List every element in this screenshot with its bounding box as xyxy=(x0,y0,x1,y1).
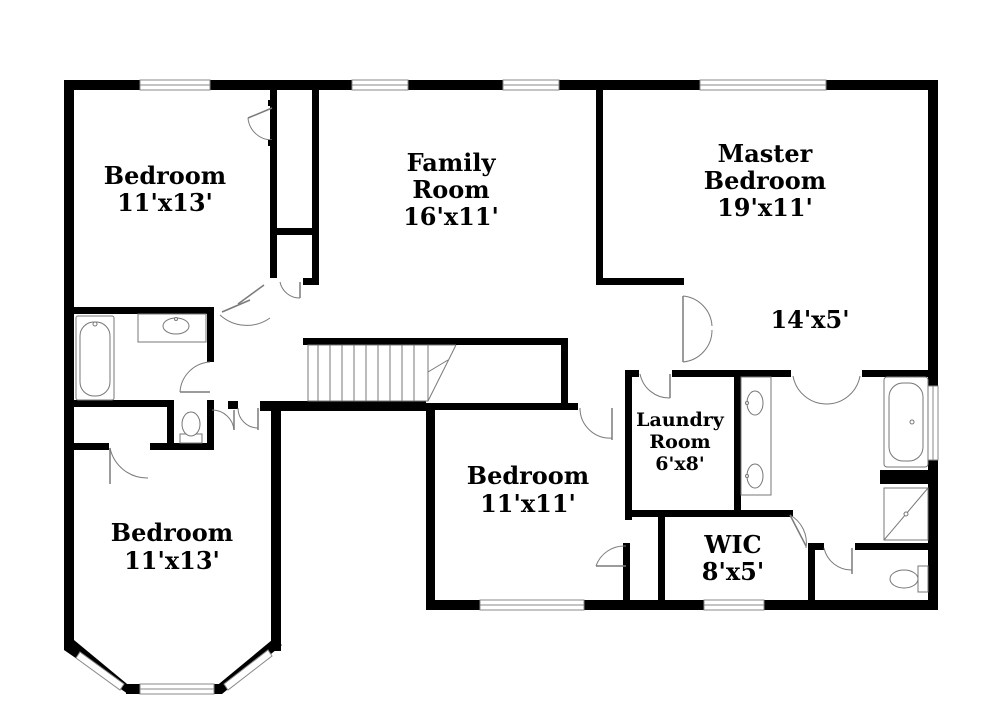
room-size-master: 19'x11' xyxy=(717,193,813,222)
room-size-bedroom-nw: 11'x13' xyxy=(117,188,213,217)
wall-wc-west xyxy=(167,400,174,450)
doors xyxy=(109,100,861,574)
windows xyxy=(75,79,939,695)
wall-stair-north xyxy=(303,338,568,345)
fixtures xyxy=(75,313,929,593)
bathtub-icon xyxy=(75,315,115,401)
wall-bath-east xyxy=(207,307,214,362)
toilet-icon xyxy=(179,411,203,444)
wall-sw-closet-south-b xyxy=(150,443,174,450)
wall-laundry-north-b xyxy=(672,370,738,377)
wall-east xyxy=(928,80,938,610)
wall-stair-east xyxy=(561,338,568,410)
window-bay-right xyxy=(223,649,273,691)
wall-laundry-east xyxy=(734,370,741,516)
wall-nw-bedroom-east xyxy=(270,90,277,278)
room-name-bedroom-center: Bedroom xyxy=(467,461,589,490)
room-name-wic: WIC xyxy=(703,530,761,559)
vanity-icon xyxy=(740,376,772,496)
wall-laundry-west xyxy=(625,370,632,520)
wall-shower-divider xyxy=(880,470,932,484)
window-bay-left xyxy=(75,651,125,691)
room-size-bedroom-center: 11'x11' xyxy=(480,489,576,518)
room-size-laundry: 6'x8' xyxy=(655,453,704,475)
room-size-family: 16'x11' xyxy=(403,202,499,231)
wall-center-bedroom-north xyxy=(426,403,578,410)
interior-walls xyxy=(64,90,932,610)
wall-closet-stub xyxy=(303,278,319,285)
wall-wc-south xyxy=(167,443,214,450)
room-name-bedroom-sw: Bedroom xyxy=(111,518,233,547)
wall-wc-north xyxy=(855,543,932,550)
master-bathtub-icon xyxy=(883,376,929,468)
wall-sw-bedroom-east xyxy=(271,405,281,651)
room-name-laundry-line2: Room xyxy=(649,431,710,453)
wall-closet-east xyxy=(312,90,319,285)
room-name-master-line2: Bedroom xyxy=(704,166,826,195)
room-labels: Bedroom 11'x13' Family Room 16'x11' Mast… xyxy=(104,139,850,586)
wall-wc-west-master xyxy=(808,543,815,605)
wall-master-south xyxy=(596,278,684,285)
shower-icon xyxy=(883,487,929,541)
wall-closet-divider-center xyxy=(623,543,630,605)
room-size-master-hall: 14'x5' xyxy=(770,305,849,334)
wall-nw-bedroom-south xyxy=(64,307,214,314)
wall-hall-south xyxy=(260,401,426,411)
room-name-master-line1: Master xyxy=(718,139,813,168)
wall-sw-closet-south-a xyxy=(64,443,109,450)
wall-bath-south xyxy=(64,400,174,407)
wall-west xyxy=(64,80,74,650)
wall-wc-east xyxy=(207,400,214,450)
room-name-bedroom-nw: Bedroom xyxy=(104,161,226,190)
master-toilet-icon xyxy=(889,565,929,593)
wall-north xyxy=(64,80,938,90)
wall-bath-north-a xyxy=(741,370,791,377)
staircase xyxy=(307,344,457,402)
wall-hall-stub xyxy=(228,401,238,409)
wall-bath-north-b xyxy=(862,370,932,377)
room-size-wic: 8'x5' xyxy=(702,557,764,586)
room-name-laundry-line1: Laundry xyxy=(636,409,725,431)
wall-laundry-north-a xyxy=(625,370,639,377)
wall-center-bedroom-west xyxy=(426,403,435,610)
room-size-bedroom-sw: 11'x13' xyxy=(124,546,220,575)
sink-icon xyxy=(137,313,207,343)
room-name-family-line2: Room xyxy=(412,175,489,204)
wall-wc-north-stub xyxy=(808,543,824,550)
wall-closet-divider xyxy=(270,228,318,235)
wall-laundry-south xyxy=(625,510,793,517)
wall-south-east xyxy=(426,600,938,610)
room-name-family-line1: Family xyxy=(407,148,497,177)
wall-master-west xyxy=(596,90,603,283)
wall-wic-west xyxy=(658,510,665,605)
